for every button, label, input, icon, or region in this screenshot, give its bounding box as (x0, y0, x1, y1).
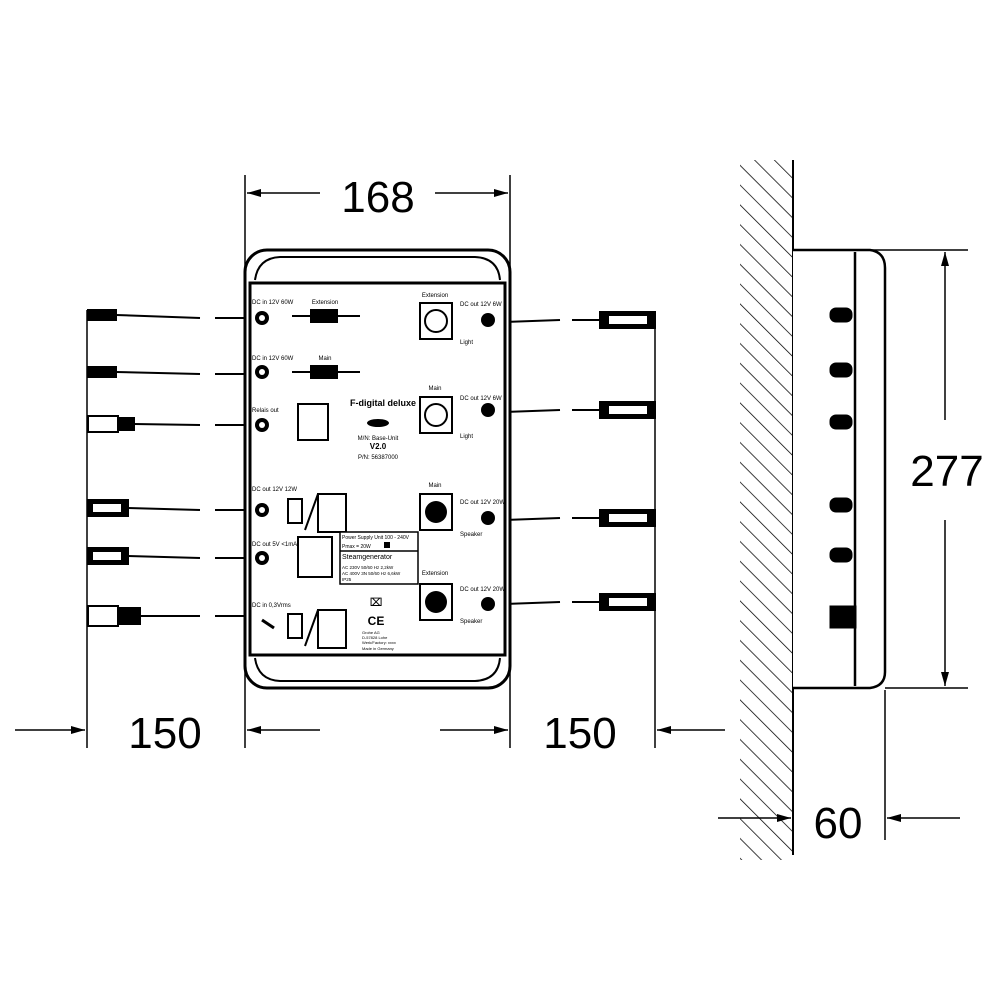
type-label: Speaker (460, 532, 482, 538)
rating-row: AC 230V 50/60 Hz 2,2kW (342, 565, 394, 570)
dim-depth: 60 (814, 799, 863, 848)
type-label: Light (460, 434, 473, 440)
plug-icon (287, 498, 303, 524)
product-title: F-digital deluxe (350, 398, 416, 408)
front-panel (243, 248, 512, 690)
port-label: DC in 12V 60W (252, 356, 294, 362)
group-label: Main (428, 483, 441, 489)
mic-plug-icon (261, 618, 275, 630)
cable-left-2 (87, 366, 252, 378)
filter-label: Main (318, 356, 331, 362)
speaker-grille-icon (425, 501, 447, 523)
socket-icon (481, 313, 495, 327)
socket-icon (481, 511, 495, 525)
filter-icon (310, 365, 338, 379)
cable-right-4 (504, 593, 656, 611)
relay-box-icon (297, 403, 329, 441)
port-label: DC out 12V 12W (252, 487, 297, 493)
rating-row: IP25 (342, 577, 352, 582)
power-text: Pmax = 20W (342, 544, 371, 550)
filter-icon (310, 309, 338, 323)
control-panel-icon (317, 609, 347, 649)
side-connector-icon (829, 307, 853, 323)
plug-icon (287, 613, 303, 639)
side-connector-icon (829, 605, 857, 629)
port-label: DC out 5V <1mA (252, 542, 297, 548)
model-number: M/N: Base-Unit (358, 436, 399, 442)
grohe-logo (367, 419, 389, 427)
maker-line: Werk/Factory: xxxx (362, 640, 396, 645)
dim-cable-right: 150 (543, 709, 616, 758)
version: V2.0 (370, 442, 387, 451)
cable-right-3 (504, 509, 656, 527)
cable-left-3 (87, 415, 252, 433)
type-label: Light (460, 340, 473, 346)
cable-left-5 (87, 547, 252, 565)
device-icons (287, 403, 347, 649)
steam-heading: Steamgenerator (342, 554, 393, 561)
port-label: DC out 12V 20W (460, 587, 505, 593)
dim-height: 277 (910, 447, 983, 496)
rating-row: AC 400V 3N 50/60 Hz 6,6kW (342, 571, 401, 576)
side-connector-icon (829, 497, 853, 513)
right-ports: Extension DC out 12V 6W Light Main DC ou… (419, 293, 505, 625)
cable-left-1 (87, 309, 252, 321)
socket-icon (481, 403, 495, 417)
group-label: Extension (422, 293, 448, 299)
maker-line: Grohe AG (362, 630, 380, 635)
filters: Extension Main (292, 300, 360, 379)
port-label: DC in 0,3Vrms (252, 603, 291, 609)
cable-left-4 (87, 499, 252, 517)
wall-section (740, 160, 794, 860)
cable-right-1 (504, 311, 656, 329)
type-label: Speaker (460, 619, 482, 625)
side-connector-icon (829, 414, 853, 430)
dim-width: 168 (341, 173, 414, 222)
dim-cable-left: 150 (128, 709, 201, 758)
made-in: Made in Germany (362, 646, 394, 651)
port-label: DC out 12V 20W (460, 500, 505, 506)
filter-label: Extension (312, 300, 338, 306)
weee-bin-icon: ⌧ (370, 596, 383, 609)
psu-text: Power Supply Unit 100 - 240V (342, 535, 410, 541)
sensor-icon (297, 536, 333, 578)
right-cables (504, 311, 656, 611)
left-ports: DC in 12V 60W DC in 12V 60W Relais out D… (252, 300, 297, 630)
side-connector-icon (829, 547, 853, 563)
port-label: DC out 12V 6W (460, 396, 502, 402)
group-label: Main (428, 386, 441, 392)
port-label: DC in 12V 60W (252, 300, 294, 306)
left-cables (87, 309, 252, 627)
group-label: Extension (422, 571, 448, 577)
side-connector-icon (829, 362, 853, 378)
speaker-grille-icon (425, 591, 447, 613)
port-label: Relais out (252, 408, 279, 414)
maker-line: D-57828 Lohe (362, 635, 388, 640)
cable-left-6 (87, 605, 252, 627)
port-label: DC out 12V 6W (460, 302, 502, 308)
cable-right-2 (504, 401, 656, 419)
socket-icon (481, 597, 495, 611)
control-panel-icon (317, 493, 347, 533)
side-view (793, 248, 887, 690)
ce-mark-icon: CE (368, 614, 385, 628)
part-number: P/N: 56387000 (358, 455, 399, 461)
rating-plate: Power Supply Unit 100 - 240V Pmax = 20W … (339, 531, 419, 585)
